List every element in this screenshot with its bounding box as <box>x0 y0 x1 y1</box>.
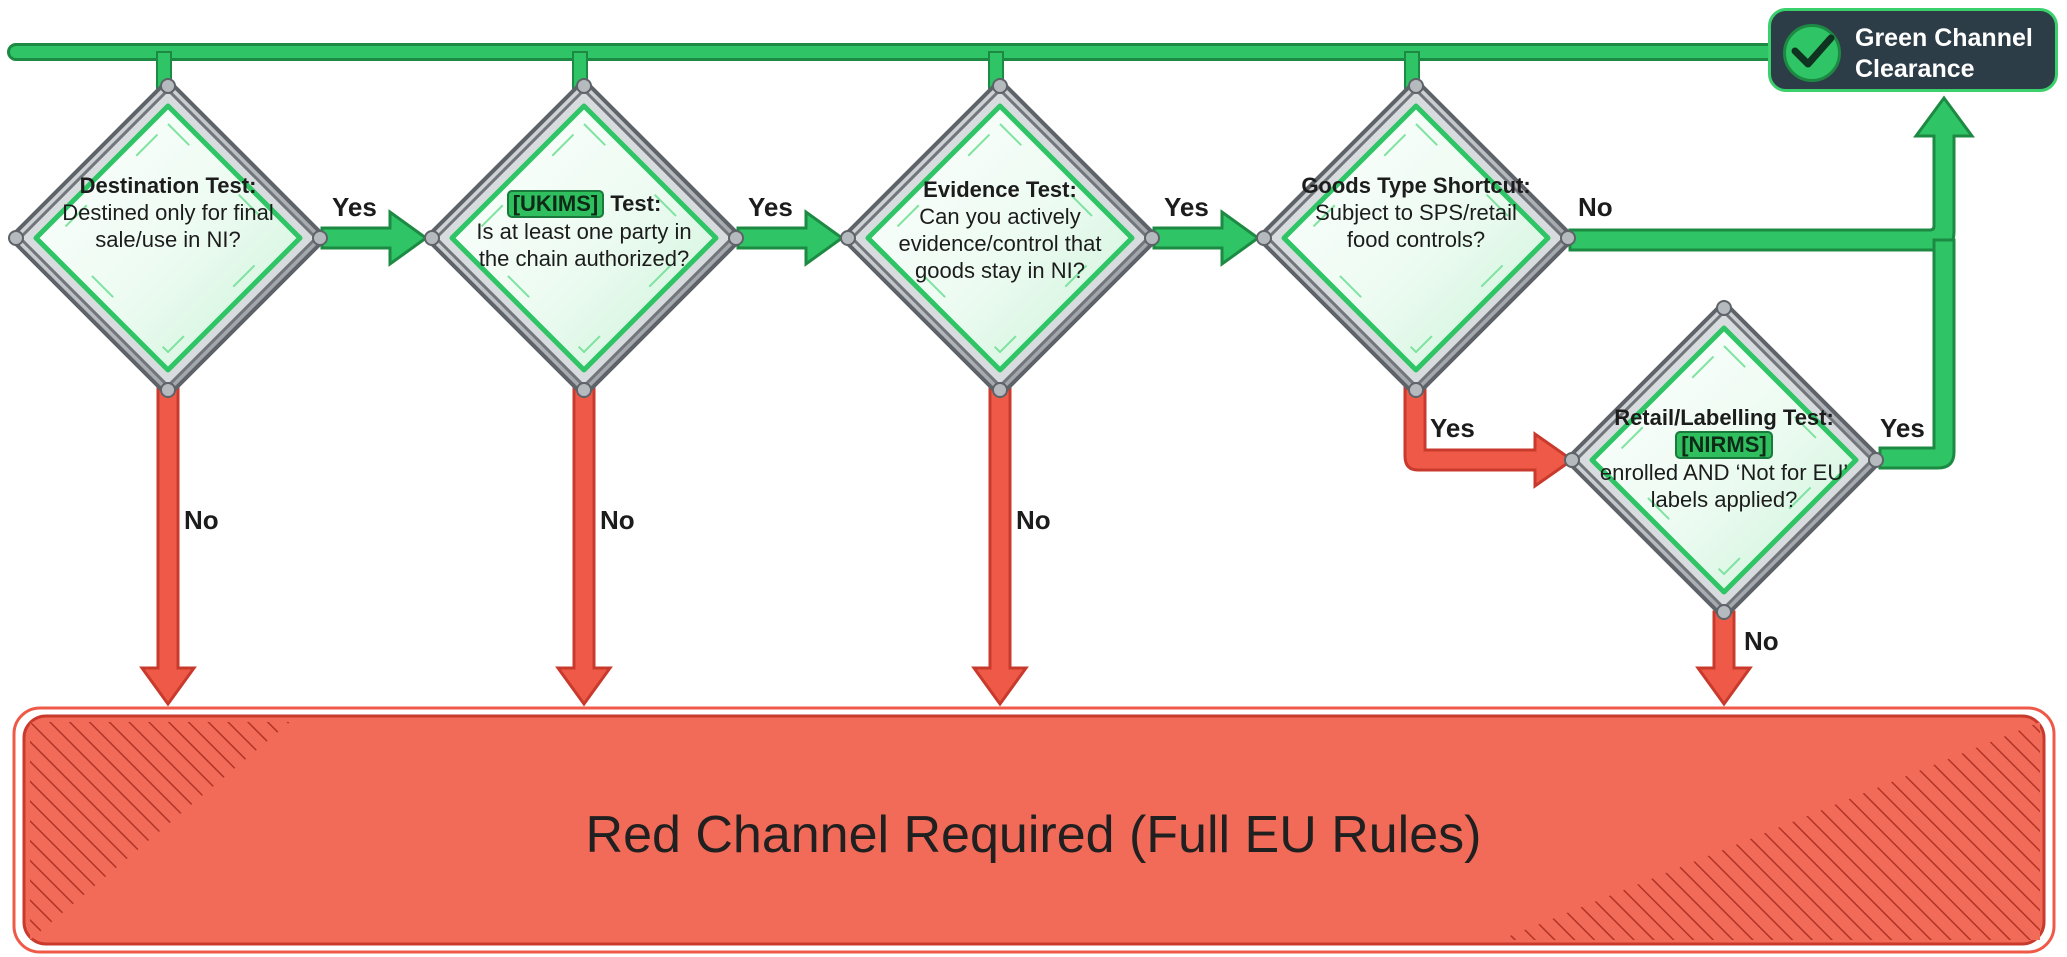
edge-label-yes-1: Yes <box>332 192 377 222</box>
retail-question: enrolled AND ‘Not for EU’ labels applied… <box>1599 460 1849 512</box>
evidence-question: Can you actively evidence/control that g… <box>898 204 1102 283</box>
destination-title: Destination Test: <box>79 173 257 198</box>
edge-label-no-2: No <box>600 505 635 535</box>
edge-label-no-goods: No <box>1578 192 1613 222</box>
node-evidence-test: Evidence Test: Can you actively evidence… <box>875 176 1125 284</box>
ukims-title-suffix: Test: <box>610 191 662 216</box>
decision-diamond-retail <box>1564 300 1884 620</box>
decision-diamond-destination <box>8 78 328 398</box>
goods-question: Subject to SPS/retail food controls? <box>1315 200 1517 252</box>
red-channel-banner <box>12 706 2056 954</box>
ukims-tag: [UKIMS] <box>506 190 605 218</box>
green-channel-clearance-box: Green Channel Clearance <box>1768 8 2058 92</box>
evidence-title: Evidence Test: <box>923 177 1077 202</box>
node-destination-test: Destination Test: Destined only for fina… <box>43 172 293 253</box>
nirms-tag: [NIRMS] <box>1675 431 1773 459</box>
retail-title: Retail/Labelling Test: <box>1614 405 1834 430</box>
node-goods-type-shortcut: Goods Type Shortcut: Subject to SPS/reta… <box>1291 172 1541 253</box>
edge-label-yes-retail: Yes <box>1880 413 1925 443</box>
ukims-question: Is at least one party in the chain autho… <box>476 219 692 271</box>
node-ukims-test: [UKIMS] Test: Is at least one party in t… <box>459 190 709 272</box>
check-badge <box>1783 24 1841 82</box>
green-bus-line <box>7 43 1799 89</box>
edge-label-yes-2: Yes <box>748 192 793 222</box>
edge-label-no-3: No <box>1016 505 1051 535</box>
destination-question: Destined only for final sale/use in NI? <box>62 200 274 252</box>
green-channel-label: Green Channel Clearance <box>1855 24 2033 83</box>
decision-diamond-evidence <box>840 78 1160 398</box>
edge-label-no-retail: No <box>1744 626 1779 656</box>
red-no-arrows <box>139 378 1753 707</box>
decision-diamond-goods <box>1256 78 1576 398</box>
edge-label-yes-3: Yes <box>1164 192 1209 222</box>
decision-diamond-ukims <box>424 78 744 398</box>
red-channel-label: Red Channel Required (Full EU Rules) <box>585 806 1482 864</box>
node-retail-labelling-test: Retail/Labelling Test: [NIRMS] enrolled … <box>1599 404 1849 513</box>
green-yes-arrows <box>320 95 1975 470</box>
goods-title: Goods Type Shortcut: <box>1301 173 1531 198</box>
edge-label-yes-goods: Yes <box>1430 413 1475 443</box>
edge-label-no-1: No <box>184 505 219 535</box>
